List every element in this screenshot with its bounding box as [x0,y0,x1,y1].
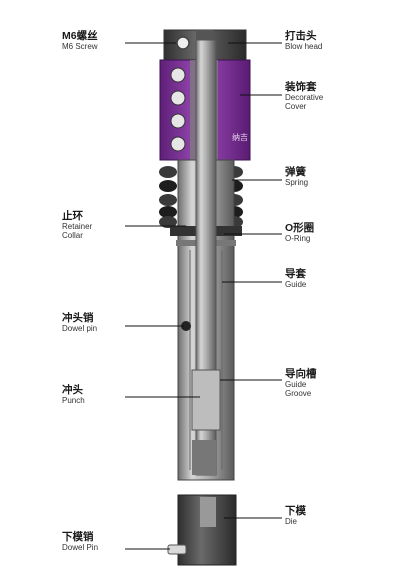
label-zh: O形圈 [285,222,315,234]
spring-coil [159,194,177,206]
label-spring: 弹簧 Spring [285,166,308,187]
label-retainer-collar: 止环 Retainer Collar [62,210,92,240]
label-zh: 装饰套 [285,81,317,93]
spring-coil [159,206,177,218]
label-en: Blow head [285,42,323,52]
label-en: Punch [62,396,85,406]
label-m6-screw: M6螺丝 M6 Screw [62,30,98,51]
label-o-ring: O形圈 O-Ring [285,222,314,243]
label-en: M6 Screw [62,42,98,52]
dowel-pin-part [181,321,191,331]
label-zh: 冲头 [62,384,83,396]
label-en: Die [285,517,298,527]
label-die-dowel-pin: 下模销 Dowel Pin [62,531,98,552]
die-part [167,494,237,566]
punch-part [181,39,221,476]
leader-lines [125,42,282,550]
label-zh: 弹簧 [285,166,306,178]
label-en: O-Ring [285,234,311,244]
label-zh: 下模 [285,505,306,517]
ball-bearing [170,113,186,129]
label-zh: 下模销 [62,531,94,543]
label-guide-groove: 导向槽 Guide Groove [285,368,317,398]
label-blow-head: 打击头 Blow head [285,30,322,51]
die-dowel-pin-part [167,544,187,555]
label-zh: 冲头销 [62,312,94,324]
label-en: Retainer Collar [62,222,93,241]
label-decorative-cover: 装饰套 Decorative Cover [285,81,323,111]
label-zh: 止环 [62,210,83,222]
label-zh: 导套 [285,268,306,280]
spring-coil [159,166,177,178]
label-en: Dowel pin [62,324,98,334]
spring-coil [159,216,177,228]
ball-bearing [170,136,186,152]
label-dowel-pin: 冲头销 Dowel pin [62,312,97,333]
spring-coil [159,180,177,192]
label-en: Spring [285,178,309,188]
label-guide: 导套 Guide [285,268,306,289]
label-zh: 导向槽 [285,368,317,380]
label-en: Guide [285,280,307,290]
label-punch: 冲头 Punch [62,384,85,405]
label-die: 下模 Die [285,505,306,526]
ball-bearing [170,67,186,83]
label-en: Dowel Pin [62,543,99,553]
label-en: Guide Groove [285,380,312,399]
ball-bearing [170,90,186,106]
m6-screw-head [176,36,190,50]
label-en: Decorative Cover [285,93,324,112]
label-zh: 打击头 [285,30,317,42]
label-zh: M6螺丝 [62,30,98,42]
cover-brand-text: 纳吉 [232,132,248,142]
